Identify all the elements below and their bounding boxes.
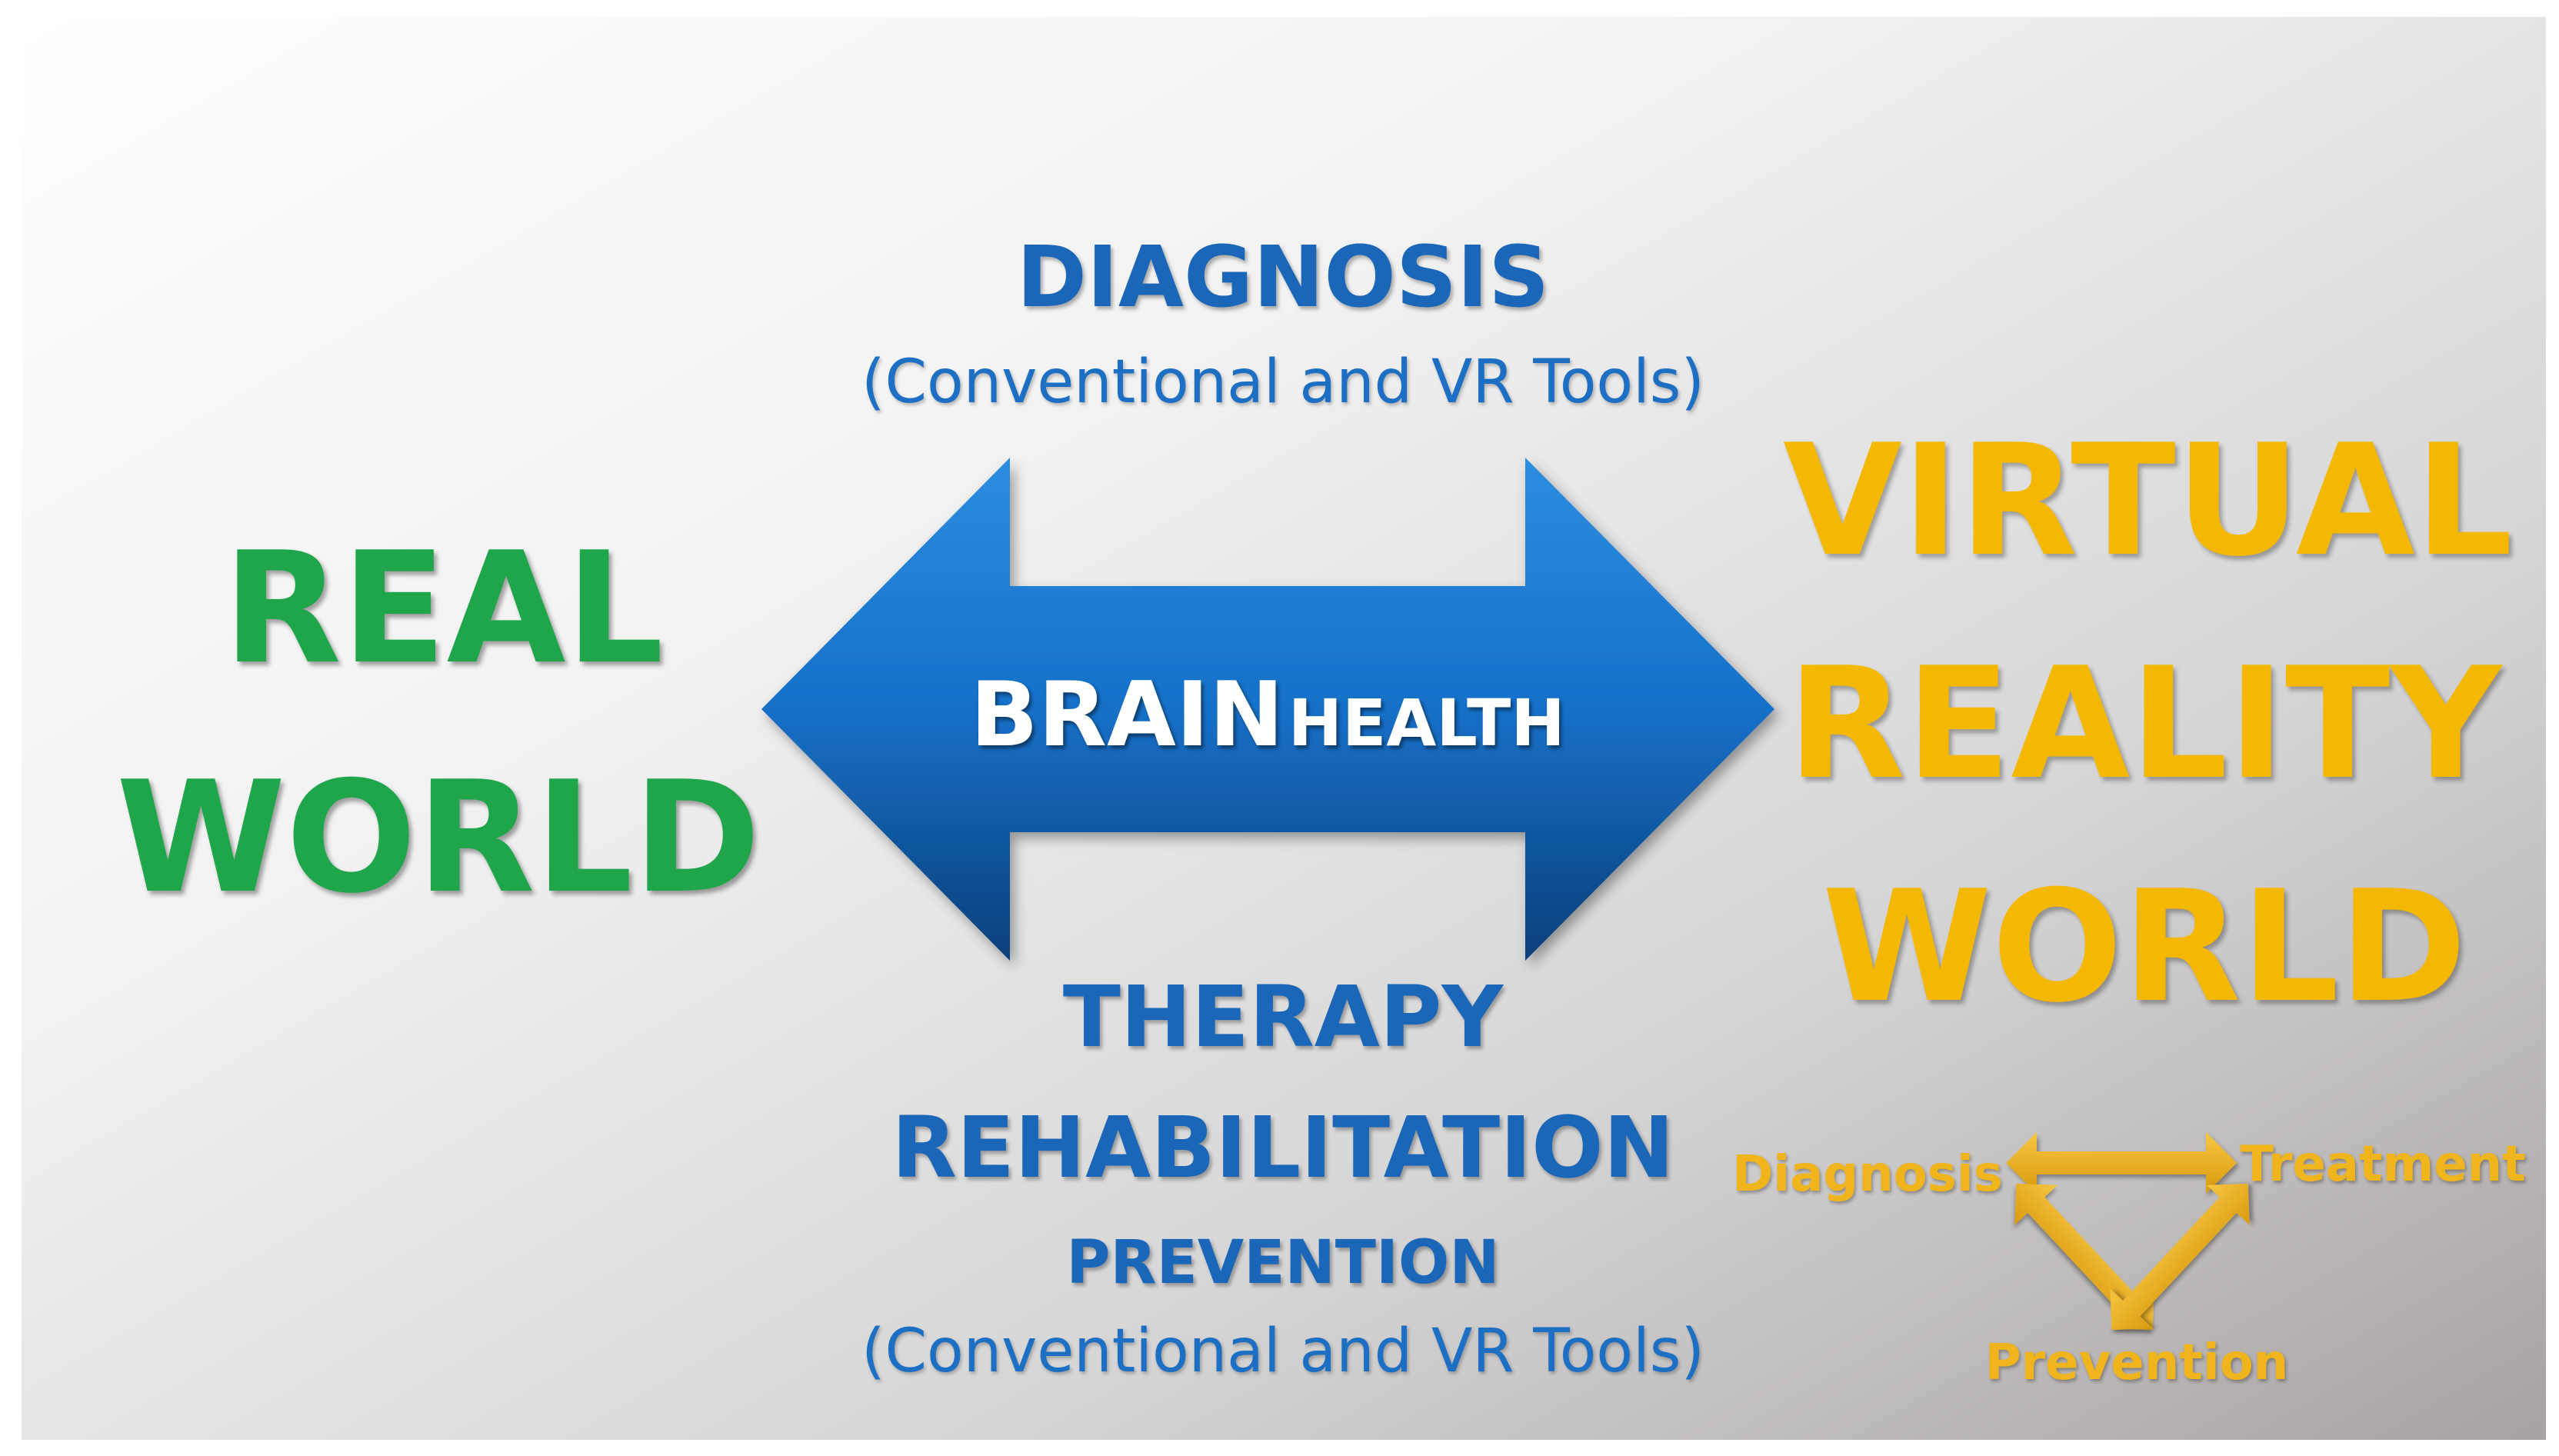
double-arrow-icon [761,458,1774,961]
diagnosis-title: DIAGNOSIS [1016,228,1550,326]
cycle-diagnosis-label: Diagnosis [1732,1146,2003,1203]
cycle-right-arrow [2110,1183,2250,1331]
health-label: HEALTH [1288,685,1565,761]
diagnosis-subtitle: (Conventional and VR Tools) [861,348,1704,417]
diagram-canvas: REAL WORLD VIRTUAL REALITY WORLD DIAGNOS… [22,17,2546,1440]
cycle-treatment-label: Treatment [2240,1136,2526,1193]
cycle-prevention-label: Prevention [1984,1334,2289,1391]
double-arrow-shape [761,458,1774,961]
virtual-world-line2: REALITY [1787,635,2502,814]
virtual-world-line3: WORLD [1821,858,2467,1037]
real-world-line2: WORLD [115,748,761,928]
cycle-horizontal-arrow [2006,1132,2237,1194]
cycle-arrows-icon [2006,1132,2250,1331]
real-world-line1: REAL [223,519,664,698]
bottom-subtitle: (Conventional and VR Tools) [861,1317,1704,1386]
therapy-label: THERAPY [1062,968,1504,1066]
brain-health-label: BRAIN HEALTH [898,661,1637,795]
rehabilitation-label: REHABILITATION [891,1098,1674,1197]
virtual-world-line1: VIRTUAL [1783,411,2514,591]
cycle-left-arrow [2014,1183,2154,1331]
prevention-label: PREVENTION [1066,1228,1500,1298]
brain-label: BRAIN [970,663,1284,767]
